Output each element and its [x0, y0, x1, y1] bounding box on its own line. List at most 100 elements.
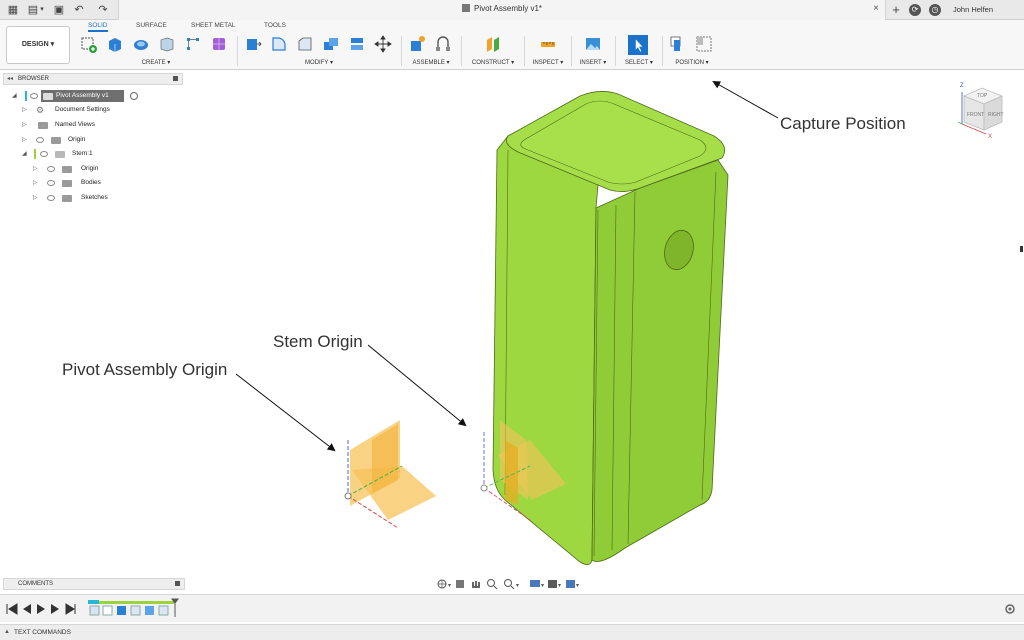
joint-icon[interactable] — [434, 35, 452, 53]
go-to-end-icon[interactable] — [65, 603, 76, 615]
shell-icon[interactable] — [158, 35, 176, 53]
file-menu-icon[interactable]: ▤ — [27, 4, 39, 16]
combine-icon[interactable] — [322, 35, 340, 53]
play-icon[interactable] — [37, 604, 45, 614]
expand-triangle-icon[interactable]: ▷ — [33, 180, 38, 186]
position-menu[interactable]: POSITION ▾ — [675, 60, 709, 66]
expand-icon[interactable]: ▲ — [4, 629, 10, 635]
activate-radio-icon[interactable] — [130, 92, 138, 100]
revert-position-icon[interactable] — [695, 35, 713, 53]
new-tab-icon[interactable]: + — [892, 2, 900, 17]
orbit-icon[interactable] — [437, 579, 447, 589]
timeline-marker-handle[interactable] — [171, 598, 179, 617]
redo-icon[interactable]: ↷ — [98, 4, 108, 16]
visibility-eye-icon[interactable] — [47, 166, 55, 172]
visibility-eye-icon[interactable] — [47, 195, 55, 201]
timeline-features[interactable] — [89, 605, 169, 616]
fit-icon[interactable] — [504, 579, 515, 590]
expand-triangle-icon[interactable]: ▷ — [22, 137, 27, 143]
tree-item-origin[interactable]: ▷ Origin — [22, 134, 182, 146]
app-grid-icon[interactable]: ▦ — [7, 4, 19, 16]
assemble-menu[interactable]: ASSEMBLE ▾ — [412, 60, 450, 66]
document-tab[interactable]: Pivot Assembly v1* × — [118, 0, 886, 20]
measure-icon[interactable] — [539, 35, 557, 53]
workspace-switcher-button[interactable]: DESIGN ▾ — [6, 26, 70, 64]
expand-triangle-icon[interactable]: ◢ — [22, 151, 27, 157]
revolve-icon[interactable] — [132, 35, 150, 53]
move-copy-icon[interactable] — [374, 35, 392, 53]
expand-triangle-icon[interactable]: ▷ — [22, 122, 27, 128]
tree-item-named-views[interactable]: ▷ Named Views — [22, 119, 182, 131]
chamfer-icon[interactable] — [296, 35, 314, 53]
view-cube-right[interactable]: RIGHT — [988, 112, 1004, 118]
select-menu[interactable]: SELECT ▾ — [625, 60, 653, 66]
view-cube-front[interactable]: FRONT — [967, 112, 985, 118]
display-settings-icon[interactable] — [530, 580, 540, 587]
tree-item-bodies[interactable]: ▷ Bodies — [33, 177, 183, 189]
capture-position-icon[interactable] — [669, 35, 687, 53]
grid-settings-icon[interactable] — [548, 580, 557, 588]
expand-triangle-icon[interactable]: ▷ — [33, 166, 38, 172]
visibility-eye-icon[interactable] — [40, 151, 48, 157]
form-icon[interactable] — [210, 35, 228, 53]
tab-sheet-metal[interactable]: SHEET METAL — [191, 22, 236, 29]
panel-edge-handle[interactable] — [1020, 246, 1023, 252]
expand-triangle-icon[interactable]: ▷ — [33, 195, 38, 201]
browser-header[interactable]: ◂◂ BROWSER — [3, 73, 183, 85]
go-to-start-icon[interactable] — [6, 603, 18, 615]
step-forward-icon[interactable] — [51, 604, 59, 614]
stem-origin-planes[interactable] — [480, 420, 566, 521]
new-component-icon[interactable] — [408, 35, 426, 53]
modify-menu[interactable]: MODIFY ▾ — [305, 60, 333, 66]
pivot-origin-planes[interactable] — [344, 420, 436, 529]
offset-plane-icon[interactable] — [484, 35, 502, 53]
select-cursor-icon[interactable] — [628, 35, 648, 55]
collapse-icon[interactable]: ◂◂ — [7, 76, 14, 82]
close-icon[interactable]: × — [873, 3, 879, 14]
user-name[interactable]: John Helfen — [953, 5, 994, 14]
pan-hand-icon[interactable] — [472, 581, 480, 588]
tree-item-stem-origin[interactable]: ▷ Origin — [33, 163, 183, 175]
view-cube[interactable]: TOP FRONT RIGHT Z X — [952, 80, 1014, 142]
tree-item-stem[interactable]: ◢ Stem:1 — [22, 148, 182, 160]
chevron-down-icon[interactable]: ▾ — [40, 6, 44, 13]
expand-triangle-icon[interactable]: ◢ — [12, 93, 17, 99]
construct-menu[interactable]: CONSTRUCT ▾ — [471, 60, 515, 66]
visibility-eye-icon[interactable] — [47, 180, 55, 186]
press-pull-icon[interactable] — [244, 35, 262, 53]
undo-icon[interactable]: ↶ — [74, 4, 84, 16]
comments-panel-header[interactable]: COMMENTS — [3, 578, 185, 590]
clock-icon[interactable]: ◷ — [929, 4, 941, 16]
zoom-icon[interactable] — [487, 579, 498, 590]
insert-image-icon[interactable] — [584, 35, 602, 53]
view-cube-top[interactable]: TOP — [977, 93, 988, 99]
stem-body[interactable] — [492, 91, 729, 565]
text-commands-bar[interactable]: ▲ TEXT COMMANDS — [0, 624, 1024, 640]
sketch-points-icon[interactable] — [184, 35, 202, 53]
view-cube-graphic[interactable] — [952, 80, 1014, 142]
save-icon[interactable]: ▣ — [53, 4, 65, 16]
look-at-icon[interactable] — [456, 580, 464, 588]
viewports-icon[interactable] — [566, 580, 575, 588]
inspect-menu[interactable]: INSPECT ▾ — [532, 60, 564, 66]
step-back-icon[interactable] — [23, 604, 31, 614]
model-canvas[interactable] — [0, 70, 1024, 578]
tree-item-root[interactable]: ◢ Pivot Assembly v1 — [12, 90, 182, 102]
expand-triangle-icon[interactable]: ▷ — [22, 107, 27, 113]
create-sketch-icon[interactable] — [80, 35, 98, 53]
job-status-icon[interactable]: ⟳ — [909, 4, 921, 16]
canvas-viewport[interactable]: Capture Position Stem Origin Pivot Assem… — [0, 70, 1024, 578]
tab-solid[interactable]: SOLID — [88, 22, 108, 32]
timeline-settings-icon[interactable] — [1005, 604, 1015, 614]
extrude-icon[interactable] — [106, 35, 124, 53]
tab-tools[interactable]: TOOLS — [264, 22, 286, 29]
insert-menu[interactable]: INSERT ▾ — [579, 60, 607, 66]
split-body-icon[interactable] — [348, 35, 366, 53]
fillet-icon[interactable] — [270, 35, 288, 53]
create-menu[interactable]: CREATE ▾ — [141, 60, 171, 66]
pin-icon[interactable] — [175, 581, 180, 586]
visibility-eye-icon[interactable] — [30, 93, 38, 99]
tree-item-sketches[interactable]: ▷ Sketches — [33, 192, 183, 204]
tree-item-document-settings[interactable]: ▷ ⚙ Document Settings — [22, 104, 182, 116]
visibility-eye-icon[interactable] — [36, 137, 44, 143]
